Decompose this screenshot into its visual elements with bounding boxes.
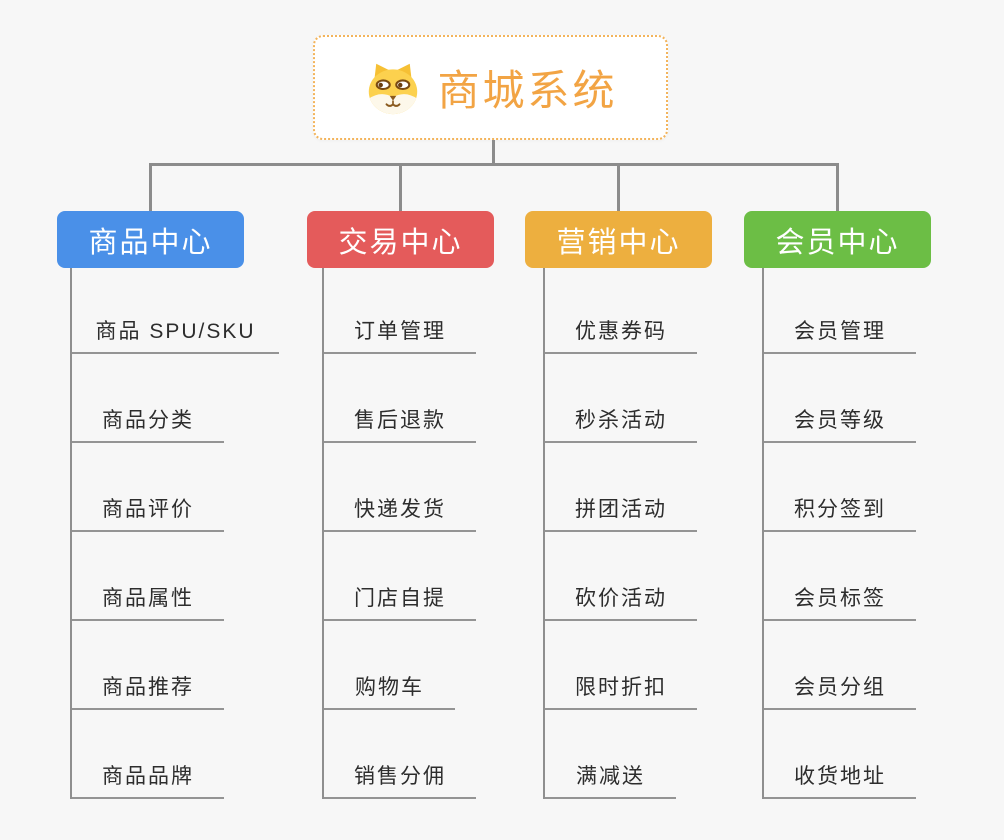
- branch-item-label: 会员管理: [794, 320, 886, 343]
- branch-item-member-2[interactable]: 积分签到: [764, 443, 916, 532]
- branch-item-label: 商品评价: [102, 498, 194, 521]
- branch-member[interactable]: 会员中心: [744, 211, 931, 268]
- branch-item-trade-4[interactable]: 购物车: [324, 621, 455, 710]
- connector-drop-member: [835, 163, 839, 213]
- dog-face-icon: [363, 61, 423, 115]
- branch-item-label: 秒杀活动: [575, 409, 667, 432]
- branch-item-label: 商品品牌: [102, 765, 194, 788]
- branch-item-label: 优惠券码: [575, 320, 667, 343]
- branch-product[interactable]: 商品中心: [57, 211, 244, 268]
- branch-item-trade-2[interactable]: 快递发货: [324, 443, 476, 532]
- branch-item-trade-1[interactable]: 售后退款: [324, 354, 476, 443]
- branch-item-product-2[interactable]: 商品评价: [72, 443, 224, 532]
- branch-column-trade: 订单管理售后退款快递发货门店自提购物车销售分佣: [322, 268, 476, 799]
- branch-item-label: 快递发货: [354, 498, 446, 521]
- connector-bus: [149, 163, 839, 166]
- connector-drop-marketing: [616, 163, 620, 213]
- branch-item-marketing-3[interactable]: 砍价活动: [545, 532, 697, 621]
- branch-item-product-4[interactable]: 商品推荐: [72, 621, 224, 710]
- branch-item-label: 门店自提: [354, 587, 446, 610]
- branch-item-trade-5[interactable]: 销售分佣: [324, 710, 476, 799]
- branch-item-label: 订单管理: [354, 320, 446, 343]
- branch-item-member-5[interactable]: 收货地址: [764, 710, 916, 799]
- branch-column-product: 商品 SPU/SKU 商品分类商品评价商品属性商品推荐商品品牌: [70, 268, 279, 799]
- branch-item-label: 拼团活动: [575, 498, 667, 521]
- branch-item-trade-0[interactable]: 订单管理: [324, 268, 476, 354]
- branch-item-label: 满减送: [576, 765, 645, 788]
- branch-column-marketing: 优惠券码秒杀活动拼团活动砍价活动限时折扣满减送: [543, 268, 697, 799]
- branch-item-marketing-5[interactable]: 满减送: [545, 710, 676, 799]
- branch-item-product-5[interactable]: 商品品牌: [72, 710, 224, 799]
- branch-item-label: 商品属性: [102, 587, 194, 610]
- branch-item-member-1[interactable]: 会员等级: [764, 354, 916, 443]
- branch-item-marketing-1[interactable]: 秒杀活动: [545, 354, 697, 443]
- branch-item-label: 会员等级: [794, 409, 886, 432]
- connector-drop-trade: [398, 163, 402, 213]
- branch-item-marketing-0[interactable]: 优惠券码: [545, 268, 697, 354]
- root-title: 商城系统: [437, 67, 618, 114]
- branch-trade[interactable]: 交易中心: [307, 211, 494, 268]
- branch-item-member-0[interactable]: 会员管理: [764, 268, 916, 354]
- branch-item-label: 商品推荐: [102, 676, 194, 699]
- branch-item-label: 限时折扣: [575, 676, 667, 699]
- branch-marketing[interactable]: 营销中心: [525, 211, 712, 268]
- branch-item-label: 商品 SPU/SKU: [95, 320, 256, 343]
- connector-root-stem: [492, 140, 495, 166]
- branch-item-member-3[interactable]: 会员标签: [764, 532, 916, 621]
- branch-item-label: 销售分佣: [354, 765, 446, 788]
- root-node[interactable]: 商城系统: [313, 35, 668, 140]
- branch-item-trade-3[interactable]: 门店自提: [324, 532, 476, 621]
- branch-item-label: 会员分组: [794, 676, 886, 699]
- branch-item-label: 商品分类: [102, 409, 194, 432]
- branch-item-label: 会员标签: [794, 587, 886, 610]
- branch-item-label: 砍价活动: [575, 587, 667, 610]
- branch-item-product-3[interactable]: 商品属性: [72, 532, 224, 621]
- branch-item-label: 收货地址: [794, 765, 886, 788]
- branch-item-member-4[interactable]: 会员分组: [764, 621, 916, 710]
- branch-item-product-0[interactable]: 商品 SPU/SKU: [72, 268, 279, 354]
- branch-item-label: 购物车: [355, 676, 424, 699]
- branch-item-marketing-4[interactable]: 限时折扣: [545, 621, 697, 710]
- branch-item-label: 售后退款: [354, 409, 446, 432]
- branch-item-marketing-2[interactable]: 拼团活动: [545, 443, 697, 532]
- branch-item-product-1[interactable]: 商品分类: [72, 354, 224, 443]
- branch-item-label: 积分签到: [794, 498, 886, 521]
- branch-column-member: 会员管理会员等级积分签到会员标签会员分组收货地址: [762, 268, 916, 799]
- connector-drop-product: [148, 163, 152, 213]
